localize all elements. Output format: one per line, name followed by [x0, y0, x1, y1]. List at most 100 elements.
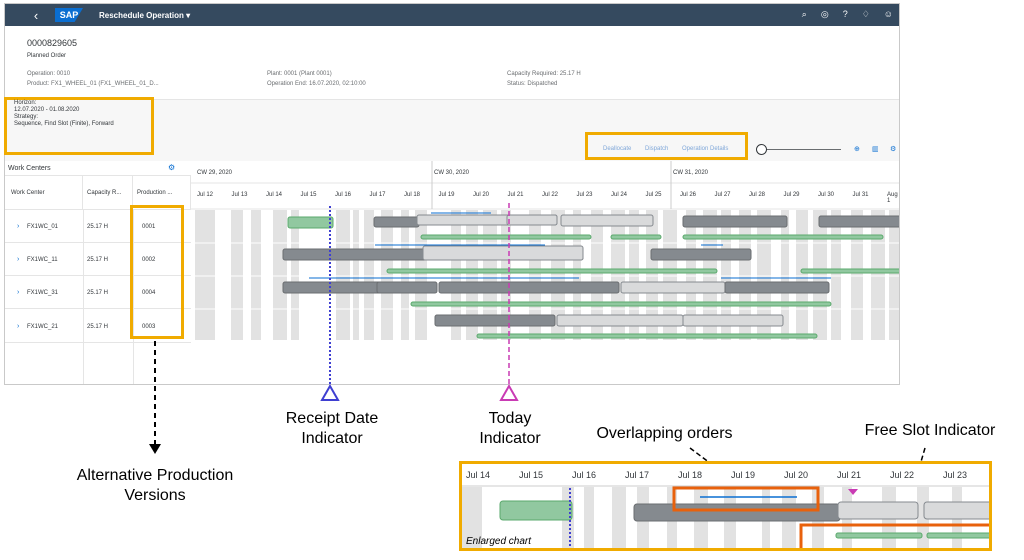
copilot-icon[interactable]: ◎	[820, 9, 829, 19]
nonworking-stripe	[871, 210, 885, 340]
week-label: CW 29, 2020	[197, 170, 233, 176]
day-label: Jul 31	[852, 192, 869, 198]
day-label: Jul 15	[300, 192, 317, 198]
help-icon[interactable]: ?	[842, 9, 848, 19]
col-capacity[interactable]: Capacity R...	[83, 176, 133, 210]
work-centers-title: Work Centers	[8, 165, 51, 172]
nonworking-stripe	[401, 210, 409, 340]
operation-attr: Operation: 0010	[27, 71, 71, 77]
nonworking-stripe	[381, 210, 393, 340]
col-divider	[83, 210, 84, 384]
order-bar	[620, 281, 726, 294]
today-callout: Today Indicator	[479, 410, 541, 447]
order-bar	[506, 214, 558, 226]
order-bar	[282, 281, 384, 294]
day-label: Jul 26	[680, 192, 697, 198]
col-production[interactable]: Production ...	[133, 176, 191, 210]
enlarged-day-label: Jul 20	[784, 470, 809, 480]
back-icon[interactable]: ‹	[33, 7, 39, 23]
free-slot-bar	[610, 234, 662, 240]
nonworking-stripe	[686, 210, 696, 340]
settings-icon[interactable]: ⚙	[168, 163, 176, 172]
week-label: CW 30, 2020	[434, 170, 470, 176]
operation-details-button[interactable]: Operation Details	[682, 146, 729, 152]
order-bar	[376, 281, 438, 294]
zoom-in-icon[interactable]: ⊕	[854, 146, 860, 153]
order-bar	[434, 314, 556, 327]
enlarged-day-label: Jul 17	[625, 470, 650, 480]
day-label: Jul 18	[404, 192, 421, 198]
nonworking-stripe	[195, 210, 215, 340]
nonworking-stripe	[231, 210, 243, 340]
expand-icon[interactable]: ›	[17, 289, 20, 296]
operation-end-attr: Operation End: 16.07.2020, 02:10:00	[267, 81, 366, 87]
enlarged-day-label: Jul 16	[572, 470, 597, 480]
horizon-range: 12.07.2020 - 01.08.2020	[14, 107, 80, 113]
expand-icon[interactable]: ›	[17, 323, 20, 330]
nonworking-stripe	[781, 210, 789, 340]
production-version-cell: 0001	[142, 224, 156, 230]
nonworking-stripe	[501, 210, 511, 340]
enlarged-free-slot	[835, 532, 923, 539]
work-center-cell: FX1WC_01	[27, 224, 59, 230]
day-label: Jul 20	[473, 192, 490, 198]
work-centers-header: Work Centers ⚙	[5, 161, 191, 176]
user-icon[interactable]: ☺	[883, 9, 893, 19]
app-title[interactable]: Reschedule Operation ▾	[99, 10, 191, 20]
nonworking-stripe	[364, 210, 374, 340]
nonworking-stripe	[573, 210, 581, 340]
free-slot-bar	[386, 268, 718, 274]
order-bar	[422, 245, 584, 261]
enlarged-light-bar	[837, 501, 919, 520]
dispatch-button[interactable]: Dispatch	[645, 146, 669, 152]
enlarged-dark-bar	[633, 503, 841, 522]
expand-icon[interactable]: ›	[17, 223, 20, 230]
order-bar	[287, 216, 334, 229]
enlarged-day-label: Jul 22	[890, 470, 915, 480]
overlap-callout: Overlapping orders	[596, 425, 733, 442]
enlarged-stripe	[584, 487, 594, 548]
day-label: Jul 16	[335, 192, 352, 198]
zoom-slider[interactable]	[761, 149, 841, 150]
nonworking-stripe	[353, 210, 359, 340]
gantt-settings-icon[interactable]: ⚙	[890, 146, 897, 153]
legend-icon[interactable]: ▥	[872, 146, 879, 153]
freeslot-highlight-box	[799, 523, 989, 548]
search-icon[interactable]: ⌕	[801, 9, 807, 19]
strategy-label: Strategy:	[14, 114, 39, 120]
status-attr: Status: Dispatched	[507, 81, 558, 87]
work-center-cell: FX1WC_11	[27, 257, 58, 263]
expand-icon[interactable]: ›	[17, 256, 20, 263]
zoom-slider-handle[interactable]	[756, 144, 767, 155]
day-label: Jul 14	[266, 192, 283, 198]
object-header: 0000829605 Planned Order Operation: 0010…	[5, 26, 899, 99]
notification-icon[interactable]: ♢	[861, 9, 870, 19]
gantt-chart[interactable]: CW 29, 2020 CW 30, 2020 CW 31, 2020 Jul …	[191, 161, 899, 384]
production-version-cell: 0003	[142, 324, 156, 330]
order-bar	[682, 215, 788, 228]
col-work-center[interactable]: Work Center	[5, 176, 83, 210]
free-slot-bar	[682, 234, 884, 240]
day-label: Jul 21	[507, 192, 524, 198]
plant-attr: Plant: 0001 (Plant 0001)	[267, 71, 332, 77]
enlarged-caption: Enlarged chart	[466, 536, 532, 547]
enlarged-light-bar	[923, 501, 989, 520]
enlarged-stripe	[612, 487, 626, 548]
receipt-date-marker	[320, 383, 340, 401]
capacity-attr: Capacity Required: 25.17 H	[507, 71, 581, 77]
horizon-label: Horizon:	[14, 100, 37, 106]
deallocate-button[interactable]: Deallocate	[603, 146, 632, 152]
enlarged-day-label: Jul 23	[943, 470, 968, 480]
col-divider	[133, 210, 134, 384]
day-label: Jul 29	[783, 192, 800, 198]
product-attr: Product: FX1_WHEEL_01 (FX1_WHEEL_01_D...	[27, 81, 159, 87]
day-label: Jul 17	[369, 192, 386, 198]
work-center-cell: FX1WC_21	[27, 324, 59, 330]
nonworking-stripe	[796, 210, 808, 340]
enlarged-day-label: Jul 15	[519, 470, 544, 480]
